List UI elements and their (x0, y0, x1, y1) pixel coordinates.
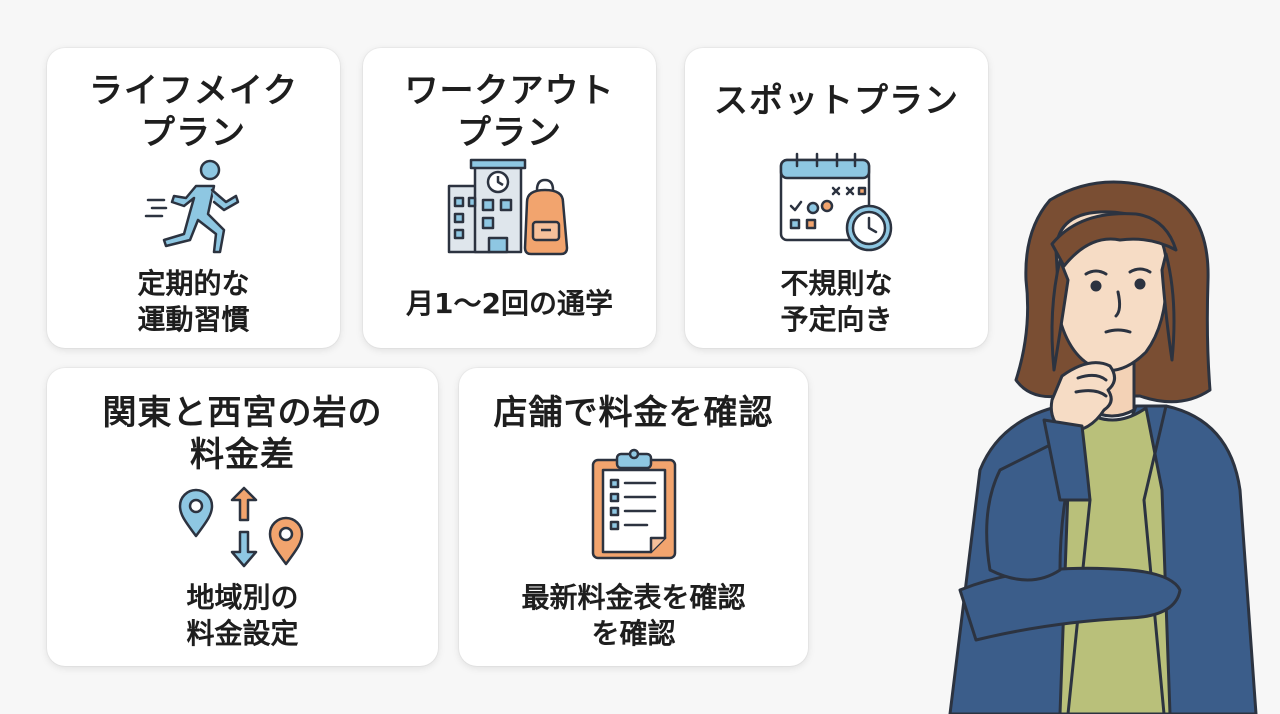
card-lifemake-plan: ライフメイク プラン 定期的な 運動習慣 (47, 48, 340, 348)
card-description: 地域別の 料金設定 (186, 581, 299, 650)
card-title: ライフメイク プラン (88, 71, 299, 153)
clipboard-checklist-icon (591, 448, 676, 560)
card-description: 最新料金表を確認 を確認 (521, 581, 746, 650)
calendar-clock-icon (779, 152, 892, 252)
school-backpack-icon (447, 158, 568, 256)
card-title: ワークアウト プラン (404, 71, 615, 153)
card-spot-plan: スポットプラン 不規則な 予定向き (685, 48, 988, 348)
card-title: 関東と西宮の岩の 料金差 (102, 393, 383, 475)
thinking-woman-illustration (948, 180, 1258, 714)
card-title: スポットプラン (714, 81, 959, 121)
card-price-difference: 関東と西宮の岩の 料金差 地域別の 料金設定 (47, 368, 438, 666)
location-pins-arrows-icon (178, 486, 303, 568)
card-description: 定期的な 運動習慣 (137, 267, 250, 336)
card-description: 不規則な 予定向き (780, 267, 893, 336)
running-person-icon (144, 159, 239, 254)
card-workout-plan: ワークアウト プラン 月1〜2回の通学 (363, 48, 656, 348)
card-description: 月1〜2回の通学 (406, 287, 613, 320)
card-title: 店舗で料金を確認 (493, 393, 774, 433)
card-check-in-store: 店舗で料金を確認 最新料金表を確認 を確認 (459, 368, 808, 666)
